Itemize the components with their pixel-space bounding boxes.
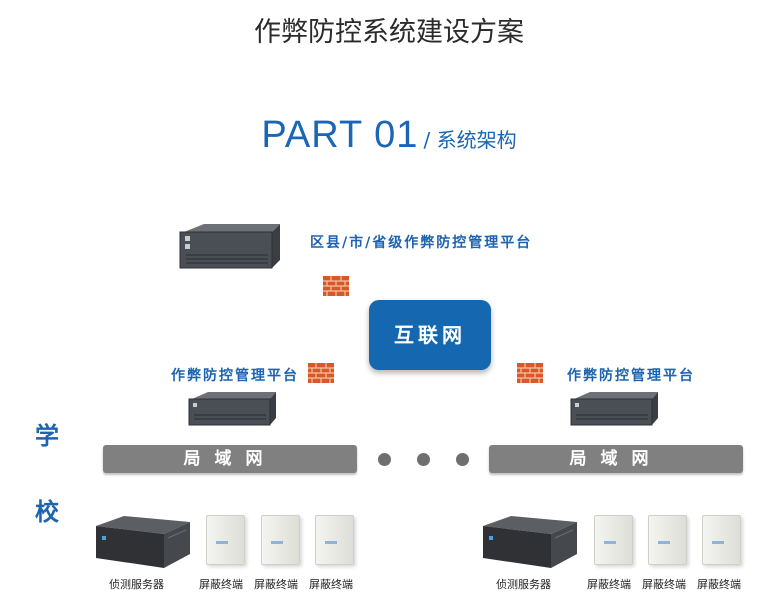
shield-terminal-device — [702, 515, 741, 565]
detection-server-icon — [96, 516, 190, 568]
school-side-label-top: 学 — [35, 422, 59, 450]
part-subtitle: / 系统架构 — [423, 128, 517, 152]
detection-server-icon — [483, 516, 577, 568]
shield-terminal-device — [594, 515, 633, 565]
shield-terminal-caption: 屏蔽终端 — [254, 578, 298, 591]
school-side-label-bottom: 校 — [35, 498, 59, 526]
ellipsis-dot — [456, 453, 469, 466]
shield-terminal-caption: 屏蔽终端 — [309, 578, 353, 591]
detection-server-caption: 侦测服务器 — [496, 578, 551, 591]
shield-terminal-caption: 屏蔽终端 — [697, 578, 741, 591]
district-platform-label: 区县/市/省级作弊防控管理平台 — [310, 235, 533, 251]
shield-terminal-caption: 屏蔽终端 — [642, 578, 686, 591]
school-platform-label-right: 作弊防控管理平台 — [567, 368, 695, 384]
page-title: 作弊防控系统建设方案 — [254, 17, 524, 48]
lan-bar-left: 局域网 — [103, 445, 357, 473]
part-label: PART 01 — [261, 114, 419, 156]
firewall-icon — [517, 363, 543, 383]
shield-terminal-device — [648, 515, 687, 565]
school-server-icon — [188, 392, 276, 426]
school-server-icon — [570, 392, 658, 426]
internet-box: 互联网 — [369, 300, 491, 370]
firewall-icon — [323, 276, 349, 296]
detection-server-caption: 侦测服务器 — [109, 578, 164, 591]
shield-terminal-device — [315, 515, 354, 565]
shield-terminal-caption: 屏蔽终端 — [199, 578, 243, 591]
district-server-icon — [179, 224, 280, 269]
shield-terminal-device — [206, 515, 245, 565]
lan-bar-right: 局域网 — [489, 445, 743, 473]
ellipsis-dot — [378, 453, 391, 466]
ellipsis-dot — [417, 453, 430, 466]
firewall-icon — [308, 363, 334, 383]
school-platform-label-left: 作弊防控管理平台 — [171, 368, 299, 384]
shield-terminal-device — [261, 515, 300, 565]
section-heading: PART 01 / 系统架构 — [0, 114, 778, 157]
shield-terminal-caption: 屏蔽终端 — [587, 578, 631, 591]
